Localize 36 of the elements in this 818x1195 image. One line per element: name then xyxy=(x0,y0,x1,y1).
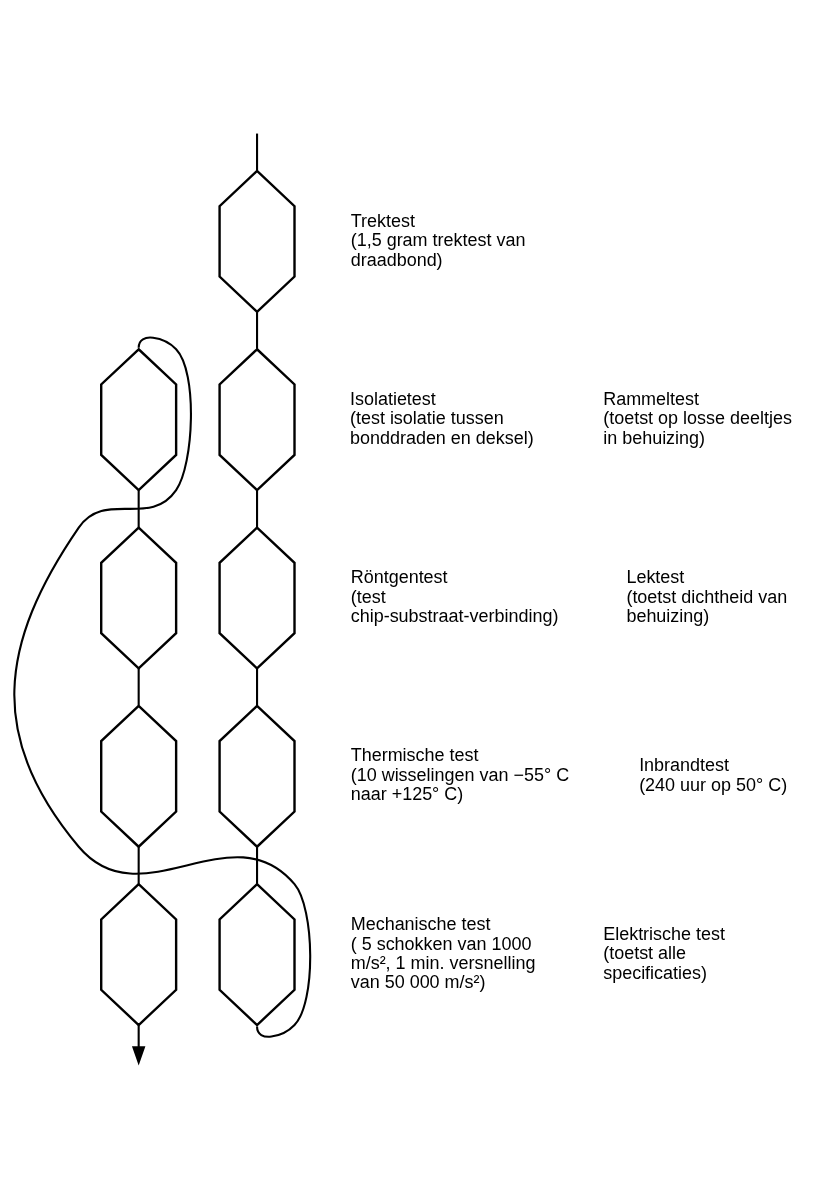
node-label: Isolatietest xyxy=(349,388,436,409)
connector xyxy=(256,846,259,884)
node-label: Lektest xyxy=(626,566,685,587)
node-hexagon xyxy=(218,882,296,1027)
node-label: Röntgentest xyxy=(350,566,448,587)
connector xyxy=(256,668,259,705)
connector xyxy=(137,846,140,884)
node-hexagon xyxy=(100,347,178,492)
node-label: (toetst op losse deeltjes in behuizing) xyxy=(603,407,792,448)
arrow xyxy=(131,1024,146,1065)
node-label: (240 uur op 50° C) xyxy=(639,774,788,795)
node-label: (toetst alle specificaties) xyxy=(603,942,708,983)
connector xyxy=(256,311,259,349)
connector xyxy=(137,489,140,527)
node-label: Trektest xyxy=(350,210,415,231)
node-label: ( 5 schokken van 1000 m/s², 1 min. versnelling van 50 000 m/s²) xyxy=(350,933,536,992)
node-label: Inbrandtest xyxy=(639,754,730,775)
connector xyxy=(256,489,259,527)
node-hexagon xyxy=(218,347,296,492)
node-label: (test isolatie tussen bonddraden en deksel) xyxy=(349,407,534,448)
node-label: (10 wisselingen van −55° C naar +125° C) xyxy=(350,764,570,804)
connector xyxy=(256,133,259,170)
node-label: Rammeltest xyxy=(603,388,700,409)
node-hexagon xyxy=(100,525,178,670)
connector xyxy=(137,668,140,705)
node-label: (test chip-substraat-verbinding) xyxy=(350,586,559,626)
node-hexagon xyxy=(218,525,296,670)
node-hexagon xyxy=(218,168,296,313)
node-label: Thermische test xyxy=(350,744,479,765)
node-label: Elektrische test xyxy=(603,923,726,944)
node-label: (toetst dichtheid van behuizing) xyxy=(626,586,788,626)
node-hexagon xyxy=(100,882,178,1027)
node-hexagon xyxy=(100,703,178,848)
node-label: (1,5 gram trektest van draadbond) xyxy=(350,229,526,269)
node-hexagon xyxy=(218,703,296,848)
node-label: Mechanische test xyxy=(350,913,491,934)
